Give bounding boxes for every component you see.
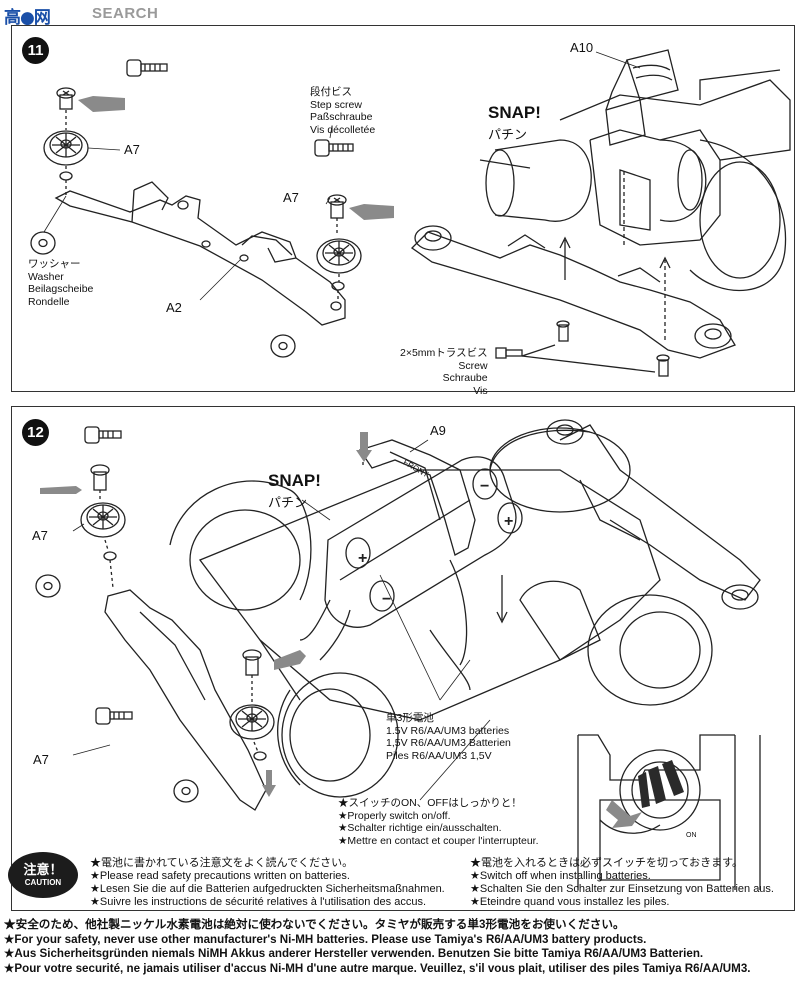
part-a7-label: A7 <box>283 190 299 205</box>
batteries-label: 単3形電池 1.5V R6/AA/UM3 batteries 1,5V R6/A… <box>386 712 511 762</box>
watermark-search-text: SEARCH <box>92 5 159 22</box>
screw-icon <box>56 87 76 110</box>
step-screw-label: 段付ビス Step screw Paßschraube Vis décollet… <box>310 86 376 136</box>
svg-text:−: − <box>480 478 489 495</box>
washer-icon <box>270 334 296 358</box>
step-12-number: 12 <box>22 419 49 446</box>
battery-pack-icon <box>324 456 523 628</box>
snap-callout: SNAP! パチン <box>268 471 321 510</box>
caution-badge: 注意！ CAUTION <box>8 852 78 898</box>
switch-inset-icon <box>577 734 761 890</box>
step-11-number: 11 <box>22 37 49 64</box>
part-a7-label: A7 <box>33 752 49 767</box>
part-a10-label: A10 <box>570 40 594 55</box>
switch-on-label: ON <box>686 832 697 839</box>
caution-right-text: ★電池を入れるときは必ずスイッチを切っておきます。 ★Switch off wh… <box>470 857 774 908</box>
part-a7-label: A7 <box>32 528 48 543</box>
watermark-logo: 高●网 <box>4 8 51 28</box>
svg-text:−: − <box>382 591 391 608</box>
screw-label: 2×5mmトラスビス Screw Schraube Vis <box>400 347 488 397</box>
chassis-assembly-icon <box>410 49 791 377</box>
watermark <box>0 0 160 24</box>
washer-icon <box>30 231 56 255</box>
svg-text:+: + <box>504 513 513 530</box>
step-11-panel <box>11 25 795 392</box>
bumper-a2-icon <box>54 181 346 326</box>
part-a2-label: A2 <box>166 300 182 315</box>
svg-text:+: + <box>358 550 367 567</box>
part-a9-label: A9 <box>430 423 446 438</box>
roller-a7-icon <box>316 238 362 274</box>
snap-callout: SNAP! パチン <box>488 103 541 142</box>
caution-left-text: ★電池に書かれている注意文をよく読んでください。 ★Please read sa… <box>90 857 445 908</box>
battery-safety-notice: ★安全のため、他社製ニッケル水素電池は絶対に使わないでください。タミヤが販売する… <box>4 918 751 975</box>
part-a7-label: A7 <box>124 142 140 157</box>
step-12-panel <box>11 406 795 911</box>
step-screw-icon <box>126 59 168 77</box>
switch-note: ★スイッチのON、OFFはしっかりと！ ★Properly switch on/… <box>338 797 539 847</box>
washer-label: ワッシャー Washer Beilagscheibe Rondelle <box>28 258 94 308</box>
